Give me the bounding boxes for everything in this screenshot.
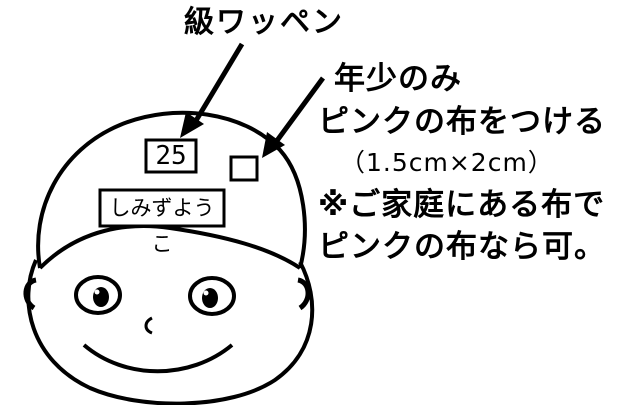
pink-cloth-arrow <box>262 76 326 158</box>
right-eye <box>188 276 236 316</box>
pink-cloth-square <box>229 155 259 182</box>
name-tag-patch <box>98 188 226 228</box>
note-line-2: ピンクの布をつける <box>318 104 606 140</box>
right-ear <box>297 277 311 311</box>
left-ear <box>23 277 37 311</box>
note-line-1: 年少のみ <box>334 61 462 97</box>
face-outline <box>26 259 315 405</box>
nose <box>144 316 153 335</box>
badge-title-label: 級ワッペン <box>184 5 344 40</box>
note-line-5: ピンクの布なら可。 <box>318 229 606 265</box>
name-tag-text: しみずようこ <box>109 196 215 256</box>
mouth <box>82 343 234 374</box>
left-eye <box>74 275 122 315</box>
note-line-4: ※ご家庭にある布で <box>318 187 606 223</box>
note-line-3: （1.5cm×2cm） <box>340 148 554 177</box>
badge-patch <box>144 138 198 174</box>
badge-number: 25 <box>155 141 187 171</box>
cap-brim <box>38 224 302 270</box>
badge-arrow <box>180 42 245 138</box>
swim-cap <box>36 110 307 269</box>
